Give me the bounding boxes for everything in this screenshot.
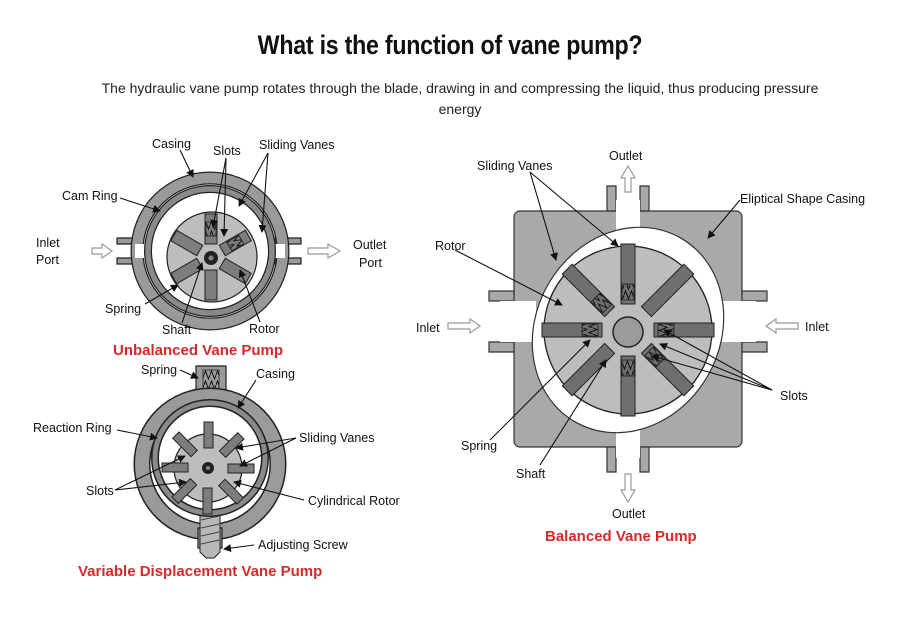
inlet-right-stub (741, 290, 768, 353)
label-inlet-port: Port (36, 253, 59, 267)
caption-unbalanced: Unbalanced Vane Pump (113, 342, 283, 359)
label-bal-inlet-left: Inlet (416, 321, 440, 335)
label-var-spring: Spring (141, 363, 177, 377)
label-rotor: Rotor (249, 322, 280, 336)
label-spring: Spring (105, 302, 141, 316)
label-bal-shaft: Shaft (516, 467, 546, 481)
balanced-shaft (612, 316, 644, 348)
label-var-sliding-vanes: Sliding Vanes (299, 431, 375, 445)
label-var-casing: Casing (256, 367, 295, 381)
springs (205, 221, 245, 252)
label-cylindrical-rotor: Cylindrical Rotor (308, 494, 400, 508)
label-bal-spring: Spring (461, 439, 497, 453)
label-outlet-port: Port (359, 256, 382, 270)
page-title: What is the function of vane pump? (257, 30, 643, 60)
label-outlet: Outlet (353, 238, 387, 252)
label-adjusting-screw: Adjusting Screw (258, 538, 349, 552)
balanced-springs (581, 283, 675, 377)
label-cam-ring: Cam Ring (62, 189, 118, 203)
label-shaft: Shaft (162, 323, 192, 337)
label-bal-outlet-top: Outlet (609, 149, 643, 163)
page-subtitle: The hydraulic vane pump rotates through … (101, 80, 819, 117)
label-var-slots: Slots (86, 484, 114, 498)
outlet-bottom-arrow (619, 473, 637, 504)
label-bal-slots: Slots (780, 389, 808, 403)
inlet-left-arrow (447, 317, 482, 335)
outlet-arrow (307, 242, 342, 260)
variable-displacement-vane-pump: Spring Casing Reaction Ring Sliding Vane… (33, 363, 400, 580)
outlet-bottom-stub (606, 446, 650, 473)
balanced-vane-pump: Outlet Sliding Vanes Eliptical Shape Cas… (416, 149, 865, 545)
label-bal-outlet-bottom: Outlet (612, 507, 646, 521)
inlet-arrow (91, 242, 114, 260)
unbalanced-vane-pump: Casing Slots Sliding Vanes Cam Ring Inle… (36, 137, 387, 359)
caption-balanced: Balanced Vane Pump (545, 528, 697, 545)
label-casing: Casing (152, 137, 191, 151)
adjusting-screw (199, 511, 221, 559)
inlet-right-arrow (764, 317, 799, 335)
caption-variable: Variable Displacement Vane Pump (78, 563, 322, 580)
label-reaction-ring: Reaction Ring (33, 421, 112, 435)
label-bal-rotor: Rotor (435, 239, 466, 253)
label-bal-inlet-right: Inlet (805, 320, 829, 334)
outlet-top-stub (606, 185, 650, 212)
outlet-top-arrow (619, 164, 637, 193)
label-sliding-vanes: Sliding Vanes (259, 138, 335, 152)
label-inlet: Inlet (36, 236, 60, 250)
label-slots: Slots (213, 144, 241, 158)
label-bal-sliding-vanes: Sliding Vanes (477, 159, 553, 173)
label-bal-casing: Eliptical Shape Casing (740, 192, 865, 206)
